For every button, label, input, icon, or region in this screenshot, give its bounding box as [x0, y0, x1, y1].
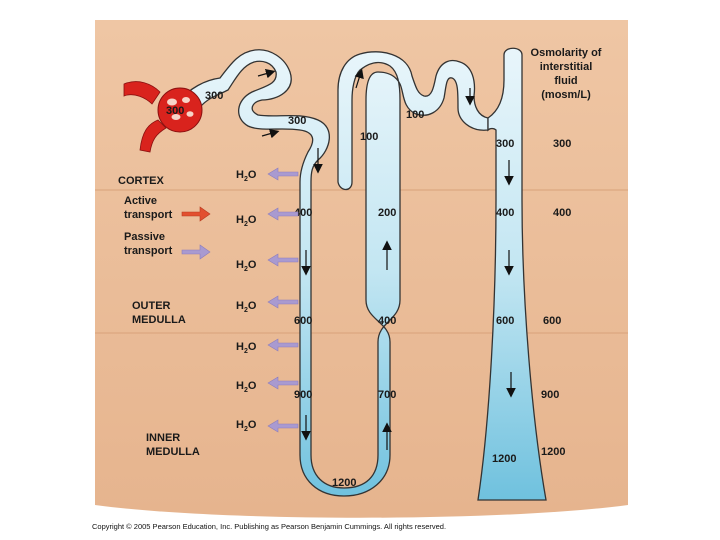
zone-label-outer: OUTER	[132, 300, 171, 312]
passive-arrow-icon	[267, 419, 299, 433]
passive-arrow-icon	[267, 253, 299, 267]
loop-bottom-value: 1200	[332, 477, 356, 489]
zone-label-inner-2: MEDULLA	[146, 446, 200, 458]
water-label: H2O	[236, 419, 257, 433]
water-label: H2O	[236, 169, 257, 183]
zone-label-cortex: CORTEX	[118, 175, 165, 187]
tubule-value-collecting-top: 300	[496, 138, 514, 150]
descending-value-3: 900	[294, 389, 312, 401]
water-label: H2O	[236, 341, 257, 355]
water-label: H2O	[236, 300, 257, 314]
legend-passive-label: Passive	[124, 231, 165, 243]
flow-arrows	[257, 68, 516, 450]
tubule-value-proximal: 300	[205, 90, 223, 102]
osmolarity-title-2: interstitial	[540, 61, 593, 73]
osmolarity-title: Osmolarity of	[531, 47, 602, 59]
tubule-value-distal: 100	[406, 109, 424, 121]
legend-active-label: Active	[124, 195, 157, 207]
tubule-value-proximal-end: 300	[288, 115, 306, 127]
descending-value-1: 400	[294, 207, 312, 219]
water-label: H2O	[236, 380, 257, 394]
passive-transport-arrow-icon	[181, 244, 211, 260]
flow-arrow-icon	[261, 129, 280, 139]
water-label: H2O	[236, 214, 257, 228]
passive-arrow-icon	[267, 167, 299, 181]
passive-arrow-icon	[267, 338, 299, 352]
copyright-notice: Copyright © 2005 Pearson Education, Inc.…	[92, 522, 446, 531]
legend-active-label-2: transport	[124, 209, 173, 221]
ascending-value-3: 700	[378, 389, 396, 401]
osmolarity-header: Osmolarity of interstitial fluid (mosm/L…	[531, 47, 602, 101]
legend: Active transport Passive transport	[124, 195, 211, 260]
ascending-value-1: 200	[378, 207, 396, 219]
legend-passive-label-2: transport	[124, 245, 173, 257]
passive-arrow-icon	[267, 207, 299, 221]
interstitial-value-3: 600	[543, 315, 561, 327]
glomerulus	[123, 81, 203, 153]
collecting-value-1: 400	[496, 207, 514, 219]
water-label: H2O	[236, 259, 257, 273]
zone-label-outer-2: MEDULLA	[132, 314, 186, 326]
collecting-value-3: 1200	[492, 453, 516, 465]
water-efflux-arrows	[267, 167, 299, 433]
interstitial-value-5: 1200	[541, 446, 565, 458]
flow-arrow-icon	[257, 69, 276, 79]
interstitial-value-4: 900	[541, 389, 559, 401]
tubule-value-glomerulus: 300	[166, 105, 184, 117]
efferent-arteriole	[139, 119, 167, 153]
active-transport-arrow-icon	[181, 206, 211, 222]
tubule-value-loop-top: 100	[360, 131, 378, 143]
osmolarity-title-4: (mosm/L)	[541, 89, 591, 101]
osmolarity-title-3: fluid	[554, 75, 577, 87]
afferent-arteriole	[123, 81, 161, 105]
flow-arrow-icon	[354, 68, 364, 89]
water-labels: H2O H2O H2O H2O H2O H2O H2O	[236, 169, 257, 433]
zone-label-inner: INNER	[146, 432, 180, 444]
interstitial-value-1: 300	[553, 138, 571, 150]
collecting-value-2: 600	[496, 315, 514, 327]
ascending-value-2: 400	[378, 315, 396, 327]
passive-arrow-icon	[267, 376, 299, 390]
passive-arrow-icon	[267, 295, 299, 309]
descending-value-2: 600	[294, 315, 312, 327]
interstitial-value-2: 400	[553, 207, 571, 219]
